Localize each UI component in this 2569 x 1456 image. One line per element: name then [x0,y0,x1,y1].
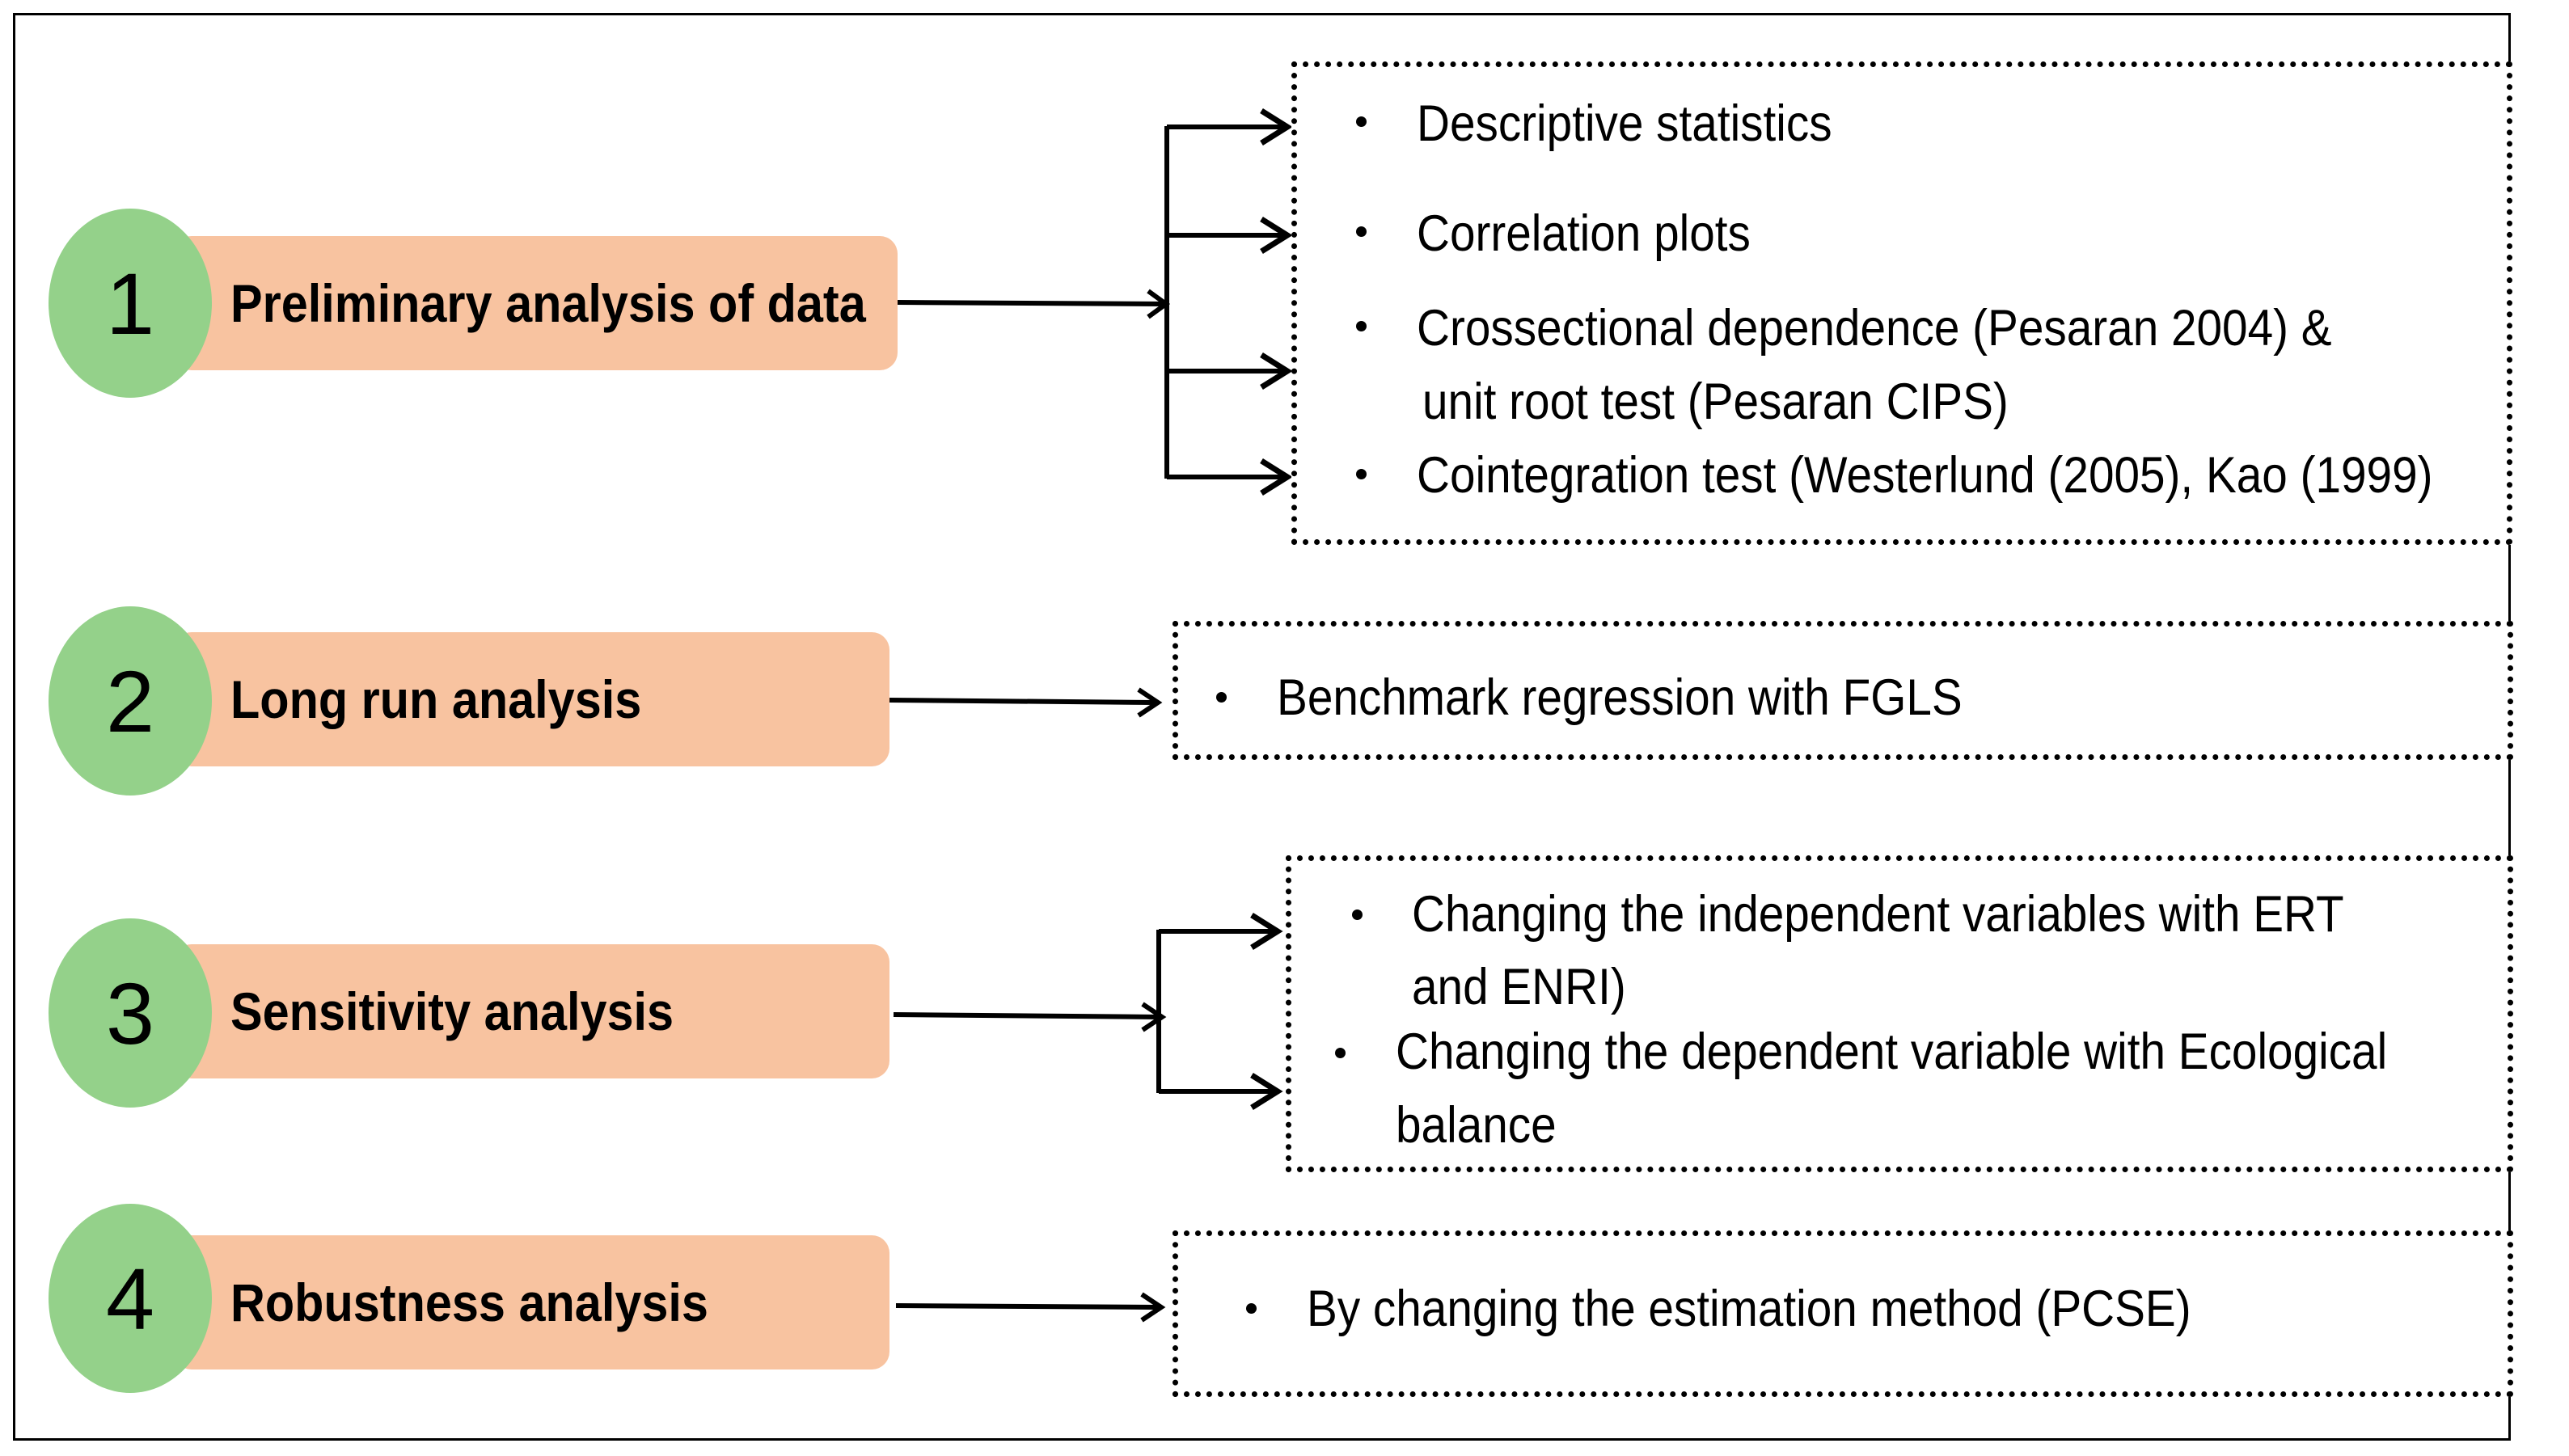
step-4-number-circle: 4 [49,1204,212,1393]
step-3-number: 3 [105,964,155,1062]
branch-arrowhead [1250,913,1283,950]
arrowhead-step-2 [1137,687,1163,718]
step-1-number: 1 [105,254,155,352]
step-2-label: Long run analysis [230,669,642,729]
bullet [1335,1048,1346,1058]
arrow-step-1 [897,300,1165,306]
step-2-details-box [1173,621,2513,760]
bullet [1216,692,1227,703]
step-4-label: Robustness analysis [230,1272,708,1332]
arrow-step-2 [889,698,1156,705]
branch-arrowhead [1260,217,1293,254]
arrowhead-step-4 [1140,1292,1166,1323]
branch-arrowhead [1260,458,1293,496]
step-3-number-circle: 3 [49,918,212,1108]
bullet [1356,226,1367,237]
step-1-number-circle: 1 [49,209,212,398]
bullet [1356,469,1367,479]
step-2-item-1: Benchmark regression with FGLS [1277,669,1963,726]
step-1-item-3-line-2: unit root test (Pesaran CIPS) [1422,373,2009,430]
step-3-item-2-line-2: balance [1396,1097,1557,1154]
step-3-item-2-line-1: Changing the dependent variable with Eco… [1396,1023,2388,1080]
arrow-step-3 [893,1012,1160,1019]
branch-arrowhead [1260,352,1293,390]
step-4-details-box [1173,1230,2513,1397]
step-3-item-1-line-1: Changing the independent variables with … [1412,886,2344,943]
branch-arrowhead [1250,1073,1283,1110]
step-4-number: 4 [105,1249,155,1348]
step-3-details-box [1286,855,2513,1172]
step-2-label-box: Long run analysis [174,632,889,766]
bullet [1352,909,1363,920]
step-1-details-box [1291,61,2512,545]
bullet [1356,321,1367,331]
step-4-item-1: By changing the estimation method (PCSE) [1307,1281,2191,1337]
bullet [1246,1303,1257,1314]
step-1-label: Preliminary analysis of data [230,273,866,333]
step-1-item-1: Descriptive statistics [1417,95,1832,152]
step-4-label-box: Robustness analysis [174,1235,889,1369]
bullet [1356,116,1367,127]
step-2-number: 2 [105,652,155,750]
step-3-item-1-line-2: and ENRI) [1412,959,1626,1015]
step-3-label-box: Sensitivity analysis [174,944,889,1078]
branch-arrowhead [1260,108,1293,146]
arrowhead-step-3 [1141,1002,1167,1032]
step-1-item-3-line-1: Crossectional dependence (Pesaran 2004) … [1417,300,2332,357]
step-3-label: Sensitivity analysis [230,981,674,1041]
arrow-step-4 [895,1303,1159,1310]
step-2-number-circle: 2 [49,606,212,796]
step-1-item-4: Cointegration test (Westerlund (2005), K… [1417,447,2433,504]
step-1-label-box: Preliminary analysis of data [174,236,898,370]
step-1-item-2: Correlation plots [1417,205,1751,262]
